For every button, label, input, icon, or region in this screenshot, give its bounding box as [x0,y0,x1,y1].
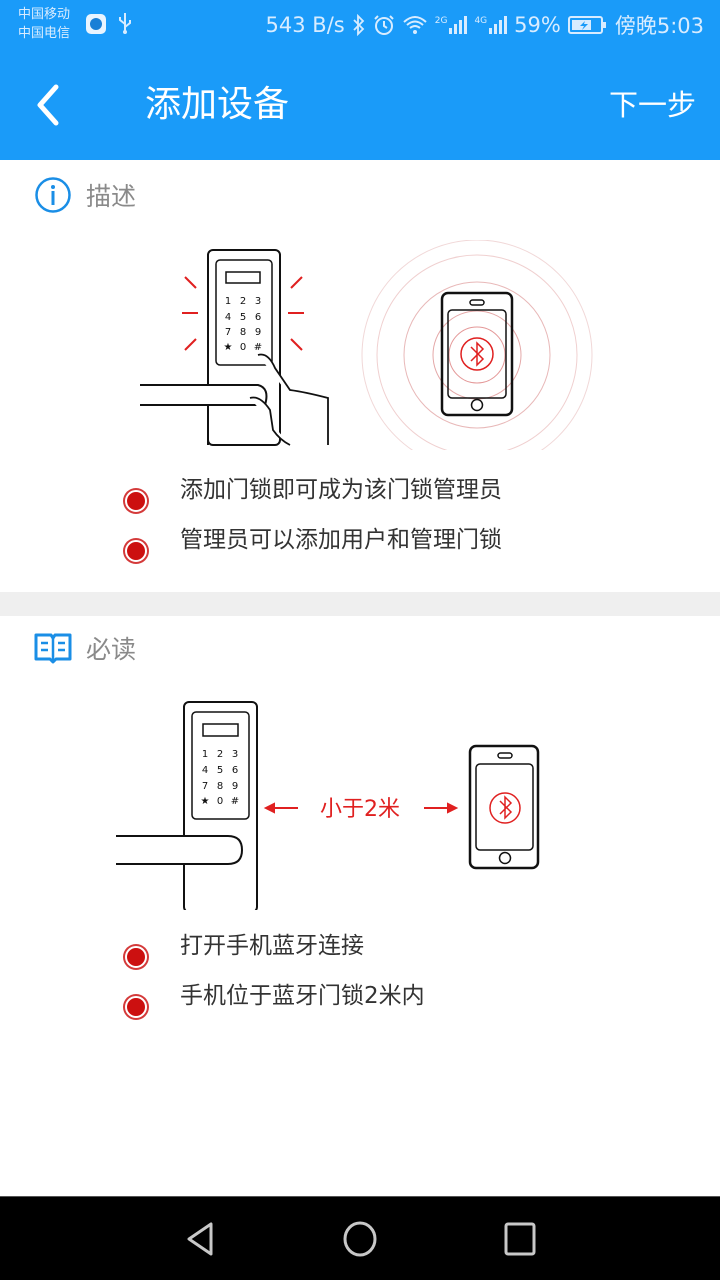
svg-text:★: ★ [224,342,233,353]
svg-text:7: 7 [202,781,208,792]
svg-text:7: 7 [225,327,231,338]
bullet-dot-icon [125,540,147,562]
battery-percent: 59% [514,13,561,37]
description-bullet-1: 添加门锁即可成为该门锁管理员 [125,477,502,512]
svg-text:2: 2 [217,749,223,760]
must-read-bullet-2: 手机位于蓝牙门锁2米内 [125,983,425,1018]
clock: 傍晚5:03 [614,14,704,38]
back-button[interactable] [28,80,68,130]
svg-text:1: 1 [225,296,231,307]
svg-text:2: 2 [240,296,246,307]
svg-text:8: 8 [217,781,223,792]
svg-text:#: # [254,342,262,353]
battery-charging-icon [567,16,606,34]
carrier-info: 中国移动 中国电信 [18,5,70,43]
nav-recents-button[interactable] [498,1219,542,1259]
bullet-text: 手机位于蓝牙门锁2米内 [180,983,425,1009]
bullet-dot-icon [125,490,147,512]
svg-text:0: 0 [240,342,246,353]
app-notification-icon [86,14,106,34]
next-step-button[interactable]: 下一步 [608,88,696,122]
status-indicators: 543 B/s 2G 4G 59% 傍晚5:03 [266,10,704,40]
signal-2-label: 4G [474,16,488,26]
svg-text:5: 5 [240,312,246,323]
app-bar: 添加设备 下一步 [0,50,720,160]
svg-text:6: 6 [232,765,238,776]
usb-icon [117,12,133,39]
svg-text:0: 0 [217,796,223,807]
bullet-dot-icon [125,946,147,968]
bullet-dot-icon [125,996,147,1018]
carrier-2: 中国电信 [18,26,71,41]
bullet-text: 添加门锁即可成为该门锁管理员 [180,477,502,503]
nav-back-button[interactable] [178,1219,222,1259]
bluetooth-icon [353,14,365,36]
svg-text:★: ★ [201,796,210,807]
wifi-icon [403,16,427,34]
bullet-text: 管理员可以添加用户和管理门锁 [180,527,502,553]
status-bar: 中国移动 中国电信 543 B/s 2G 4G 59% 傍晚5:03 [0,0,720,50]
svg-text:8: 8 [240,327,246,338]
chevron-left-icon [37,84,59,126]
alarm-icon [374,15,394,35]
recents-square-icon [504,1222,536,1256]
signal-2g-icon: 2G [435,16,468,34]
svg-text:4: 4 [202,765,208,776]
must-read-heading: 必读 [86,635,137,664]
svg-text:9: 9 [255,327,261,338]
description-header: 描述 [34,176,136,214]
description-heading: 描述 [86,182,137,211]
svg-text:9: 9 [232,781,238,792]
info-icon [35,177,71,213]
system-nav-bar [0,1196,720,1280]
home-circle-icon [343,1221,377,1257]
distance-label: 小于2米 [320,797,400,822]
book-icon [34,633,72,664]
must-read-header: 必读 [34,630,136,666]
svg-text:6: 6 [255,312,261,323]
signal-4g-icon: 4G [474,16,508,34]
bullet-text: 打开手机蓝牙连接 [180,933,364,959]
svg-text:5: 5 [217,765,223,776]
svg-text:1: 1 [202,749,208,760]
phone-bluetooth-illustration [361,240,593,450]
svg-text:3: 3 [255,296,261,307]
carrier-1: 中国移动 [18,7,71,22]
description-bullet-2: 管理员可以添加用户和管理门锁 [125,527,502,562]
svg-text:#: # [231,796,239,807]
signal-1-label: 2G [434,16,448,26]
svg-text:3: 3 [232,749,238,760]
svg-text:4: 4 [225,312,231,323]
nav-home-button[interactable] [338,1219,382,1259]
must-read-bullet-1: 打开手机蓝牙连接 [125,933,364,968]
net-speed: 543 B/s [265,13,345,37]
back-triangle-icon [187,1222,213,1256]
page-title: 添加设备 [145,84,290,125]
section-divider [0,592,720,616]
